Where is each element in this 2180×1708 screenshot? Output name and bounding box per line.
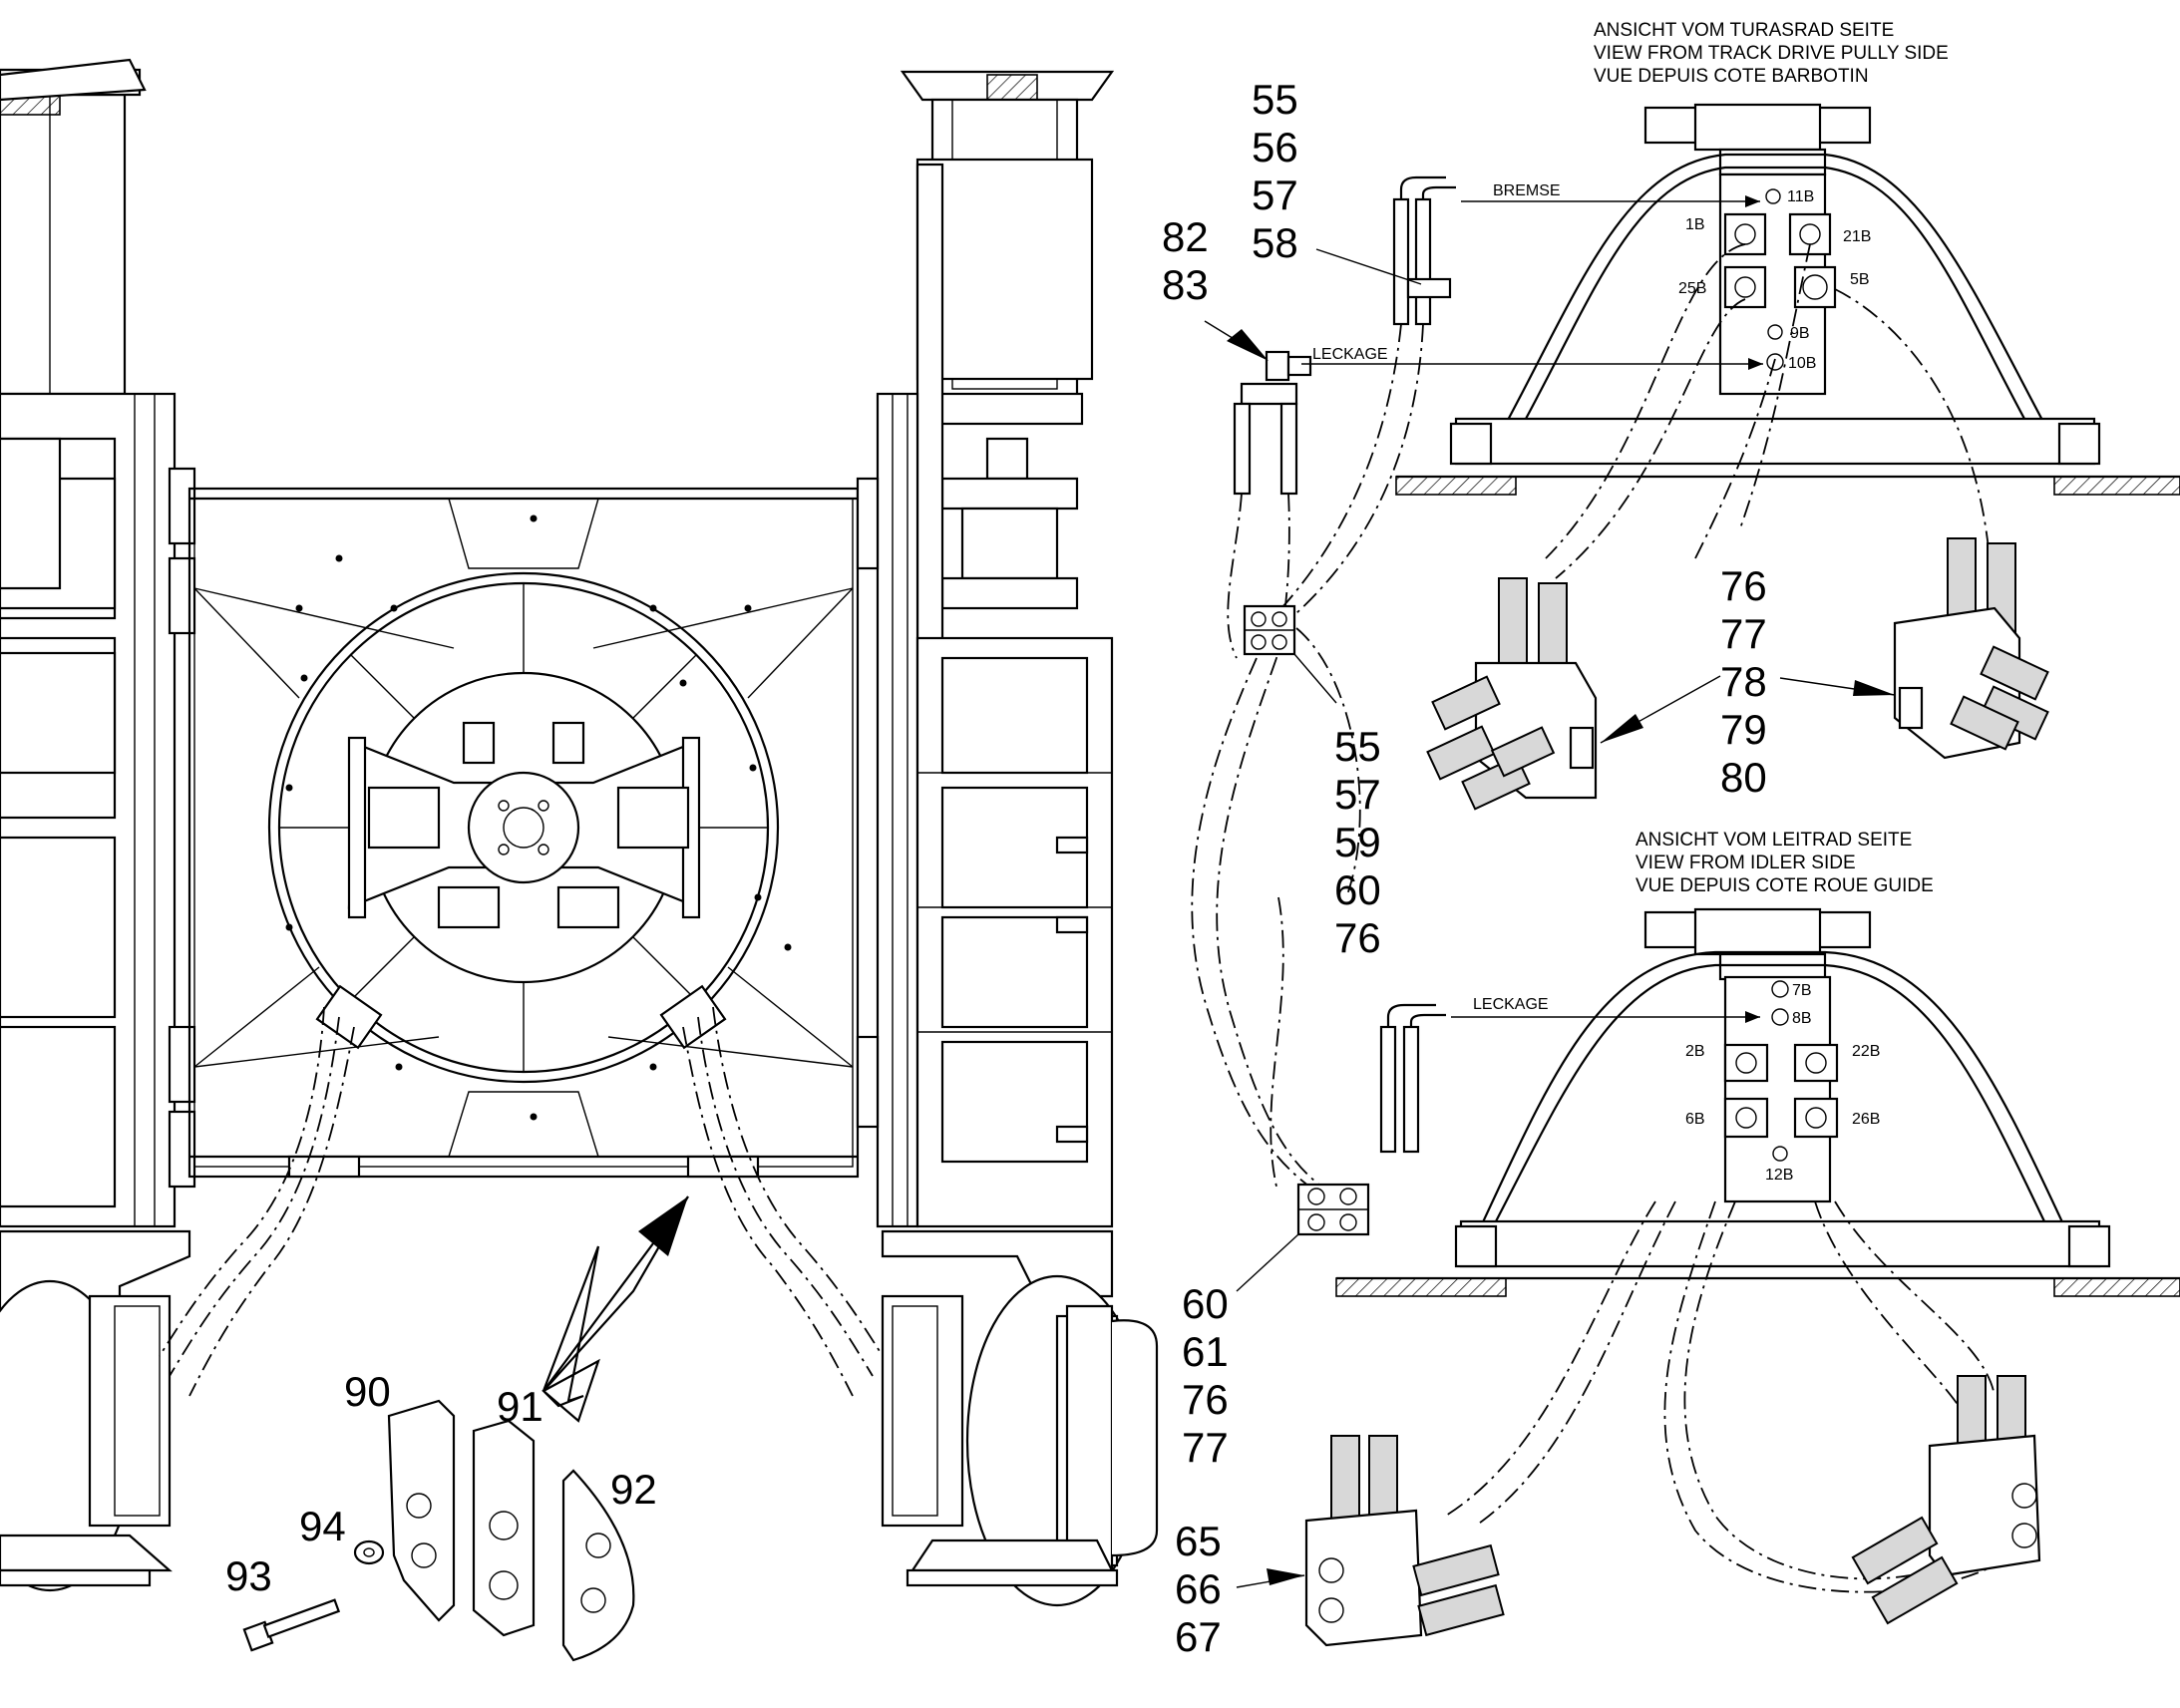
port-7b: 7B	[1792, 982, 1812, 999]
drum-hoses	[159, 1006, 884, 1397]
drive-leak-label: LECKAGE	[1312, 346, 1388, 363]
port-5b: 5B	[1850, 271, 1870, 288]
valve-group-65-67	[1236, 1375, 2041, 1647]
drive-title-line-2: VIEW FROM TRACK DRIVE PULLY SIDE	[1594, 43, 1949, 64]
callout-60-a: 60	[1334, 866, 1381, 913]
clamp-block-91	[472, 1419, 536, 1637]
callout-58: 58	[1252, 219, 1298, 266]
callout-79: 79	[1720, 706, 1767, 753]
clamp-parts	[242, 1399, 635, 1662]
callout-92: 92	[610, 1466, 657, 1513]
port-12b: 12B	[1765, 1167, 1793, 1184]
callout-78: 78	[1720, 658, 1767, 705]
callout-67: 67	[1175, 1613, 1222, 1660]
callout-numbers: 55 56 57 58 82 83 55 57 59 60 76 76 77 7…	[225, 76, 1767, 1660]
idler-title-line-2: VIEW FROM IDLER SIDE	[1635, 853, 1856, 873]
port-11b: 11B	[1787, 188, 1814, 205]
idler-title-line-3: VUE DEPUIS COTE ROUE GUIDE	[1635, 875, 1934, 896]
drive-side-leaders	[1204, 195, 1763, 370]
washer-94	[353, 1539, 385, 1565]
left-side-frame	[0, 58, 196, 1592]
callout-76-a: 76	[1334, 914, 1381, 961]
valve-leaders	[1600, 675, 1896, 744]
port-10b: 10B	[1788, 355, 1816, 372]
callout-82: 82	[1162, 213, 1209, 260]
clamp-half-90	[387, 1399, 456, 1622]
callout-76-c: 76	[1182, 1376, 1229, 1423]
port-1b: 1B	[1685, 216, 1705, 233]
callout-94: 94	[299, 1503, 346, 1549]
brake-label: BREMSE	[1493, 182, 1561, 199]
callout-65: 65	[1175, 1518, 1222, 1564]
callout-55-a: 55	[1252, 76, 1298, 123]
right-side-frame	[856, 70, 1159, 1607]
port-9b: 9B	[1790, 325, 1810, 342]
callout-90: 90	[344, 1368, 391, 1415]
callout-76-b: 76	[1720, 562, 1767, 609]
main-frame-view	[0, 58, 1159, 1607]
callout-77-a: 77	[1720, 610, 1767, 657]
drive-side-view	[1233, 103, 2180, 496]
clamp-plate-92	[561, 1469, 635, 1662]
callout-60-b: 60	[1182, 1280, 1229, 1327]
port-2b: 2B	[1685, 1043, 1705, 1060]
port-6b: 6B	[1685, 1111, 1705, 1128]
callout-56: 56	[1252, 124, 1298, 171]
callout-77-b: 77	[1182, 1424, 1229, 1471]
callout-57-a: 57	[1252, 171, 1298, 218]
bolt-93	[242, 1598, 341, 1652]
view-direction-arrow	[542, 1245, 600, 1423]
callout-93: 93	[225, 1552, 272, 1599]
valve-group-76-80	[1426, 537, 2049, 811]
callout-57-b: 57	[1334, 771, 1381, 818]
port-21b: 21B	[1843, 228, 1871, 245]
callout-59: 59	[1334, 819, 1381, 865]
callout-61: 61	[1182, 1328, 1229, 1375]
drive-title-line-3: VUE DEPUIS COTE BARBOTIN	[1594, 66, 1869, 87]
drive-title-line-1: ANSICHT VOM TURASRAD SEITE	[1594, 20, 1894, 41]
callout-83: 83	[1162, 261, 1209, 308]
callout-80: 80	[1720, 754, 1767, 801]
port-26b: 26B	[1852, 1111, 1880, 1128]
idler-leak-label: LECKAGE	[1473, 996, 1549, 1013]
idler-side-ports	[1723, 980, 1839, 1162]
callout-91: 91	[497, 1383, 544, 1430]
port-22b: 22B	[1852, 1043, 1880, 1060]
hose-junction-blocks	[1236, 604, 1370, 1292]
idler-title-line-1: ANSICHT VOM LEITRAD SEITE	[1635, 830, 1912, 851]
port-8b: 8B	[1792, 1010, 1812, 1027]
connecting-hoses	[1191, 243, 1991, 1197]
idler-side-title: ANSICHT VOM LEITRAD SEITE VIEW FROM IDLE…	[1473, 830, 1934, 1184]
central-frame	[187, 487, 860, 1179]
drive-side-title: ANSICHT VOM TURASRAD SEITE VIEW FROM TRA…	[1312, 20, 1949, 372]
callout-66: 66	[1175, 1565, 1222, 1612]
callout-55-b: 55	[1334, 723, 1381, 770]
idler-side-view	[1335, 907, 2180, 1297]
port-25b: 25B	[1678, 280, 1706, 297]
